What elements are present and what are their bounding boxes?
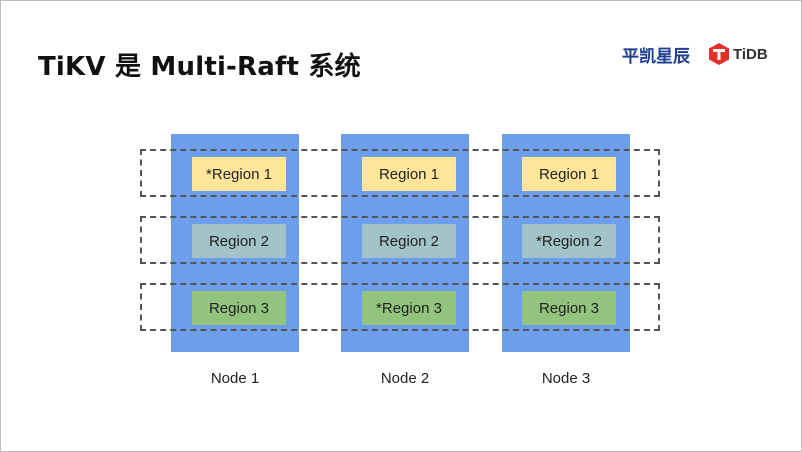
node-3-region-3: Region 3 <box>522 291 616 325</box>
logo-text: TiDB <box>733 45 768 63</box>
node-1-region-2: Region 2 <box>192 224 286 258</box>
node-2-region-2: Region 2 <box>362 224 456 258</box>
node-1-label: Node 1 <box>210 370 260 387</box>
node-1-region-1: *Region 1 <box>192 157 286 191</box>
raft-group-region-3 <box>140 283 660 331</box>
node-2-region-3: *Region 3 <box>362 291 456 325</box>
brand-name: 平凯星辰 <box>622 47 690 67</box>
raft-group-region-1 <box>140 149 660 197</box>
node-3-label: Node 3 <box>541 370 591 387</box>
node-2-label: Node 2 <box>380 370 430 387</box>
node-3-region-2: *Region 2 <box>522 224 616 258</box>
node-3-region-1: Region 1 <box>522 157 616 191</box>
node-1-region-3: Region 3 <box>192 291 286 325</box>
tidb-logo: TiDB <box>709 42 768 66</box>
slide-title: TiKV 是 Multi-Raft 系统 <box>38 52 361 82</box>
tidb-logo-icon <box>709 43 729 65</box>
node-2-region-1: Region 1 <box>362 157 456 191</box>
raft-group-region-2 <box>140 216 660 264</box>
